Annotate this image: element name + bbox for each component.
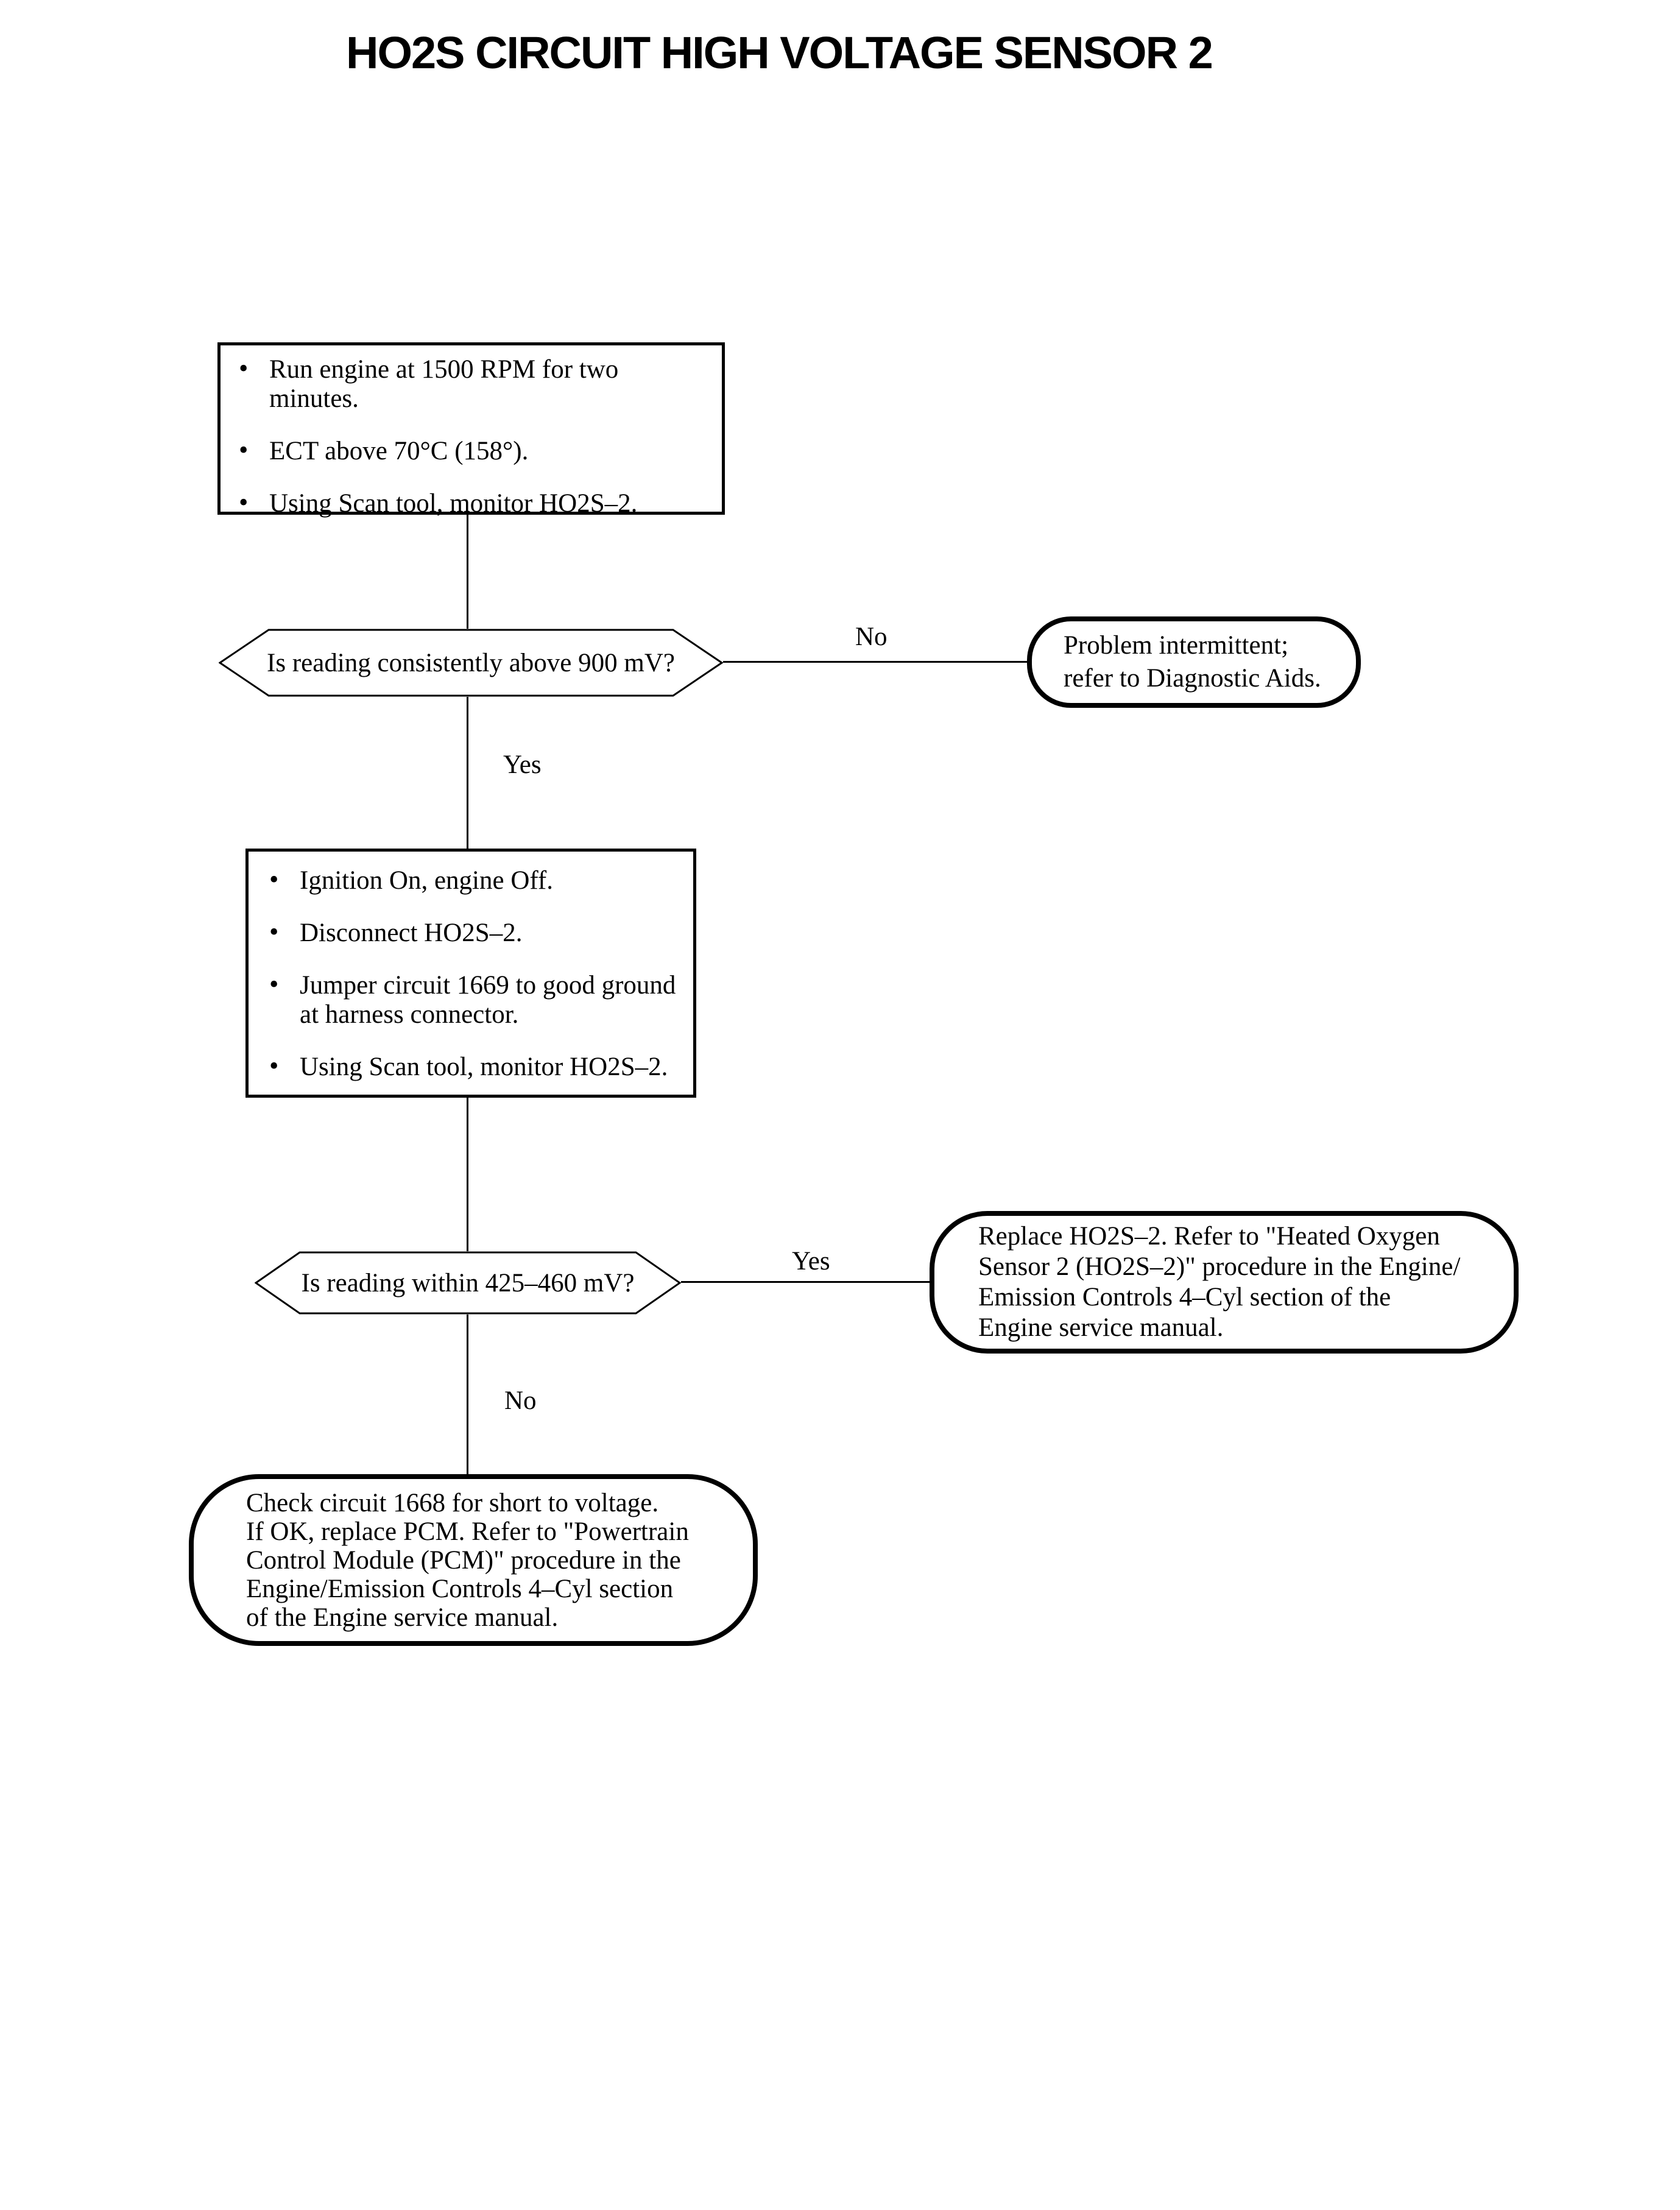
step-item: • ECT above 70°C (158°). [238,435,710,466]
decision-question-1: Is reading consistently above 900 mV? [267,648,675,677]
step-list-1: • Run engine at 1500 RPM for two minutes… [238,353,710,518]
step-item: • Disconnect HO2S–2. [268,917,683,948]
hexagon-shape [218,629,724,697]
terminal-problem-intermittent: Problem intermittent; refer to Diagnosti… [1027,616,1361,708]
bullet-icon: • [239,487,249,517]
step-item-text: Disconnect HO2S–2. [300,919,523,947]
terminal-check-circuit-1668: Check circuit 1668 for short to voltage.… [189,1474,758,1646]
step-box-1: • Run engine at 1500 RPM for two minutes… [217,342,725,518]
terminal-replace-ho2s2: Replace HO2S–2. Refer to "Heated Oxygen … [930,1211,1519,1354]
step-box-2: • Ignition On, engine Off. • Disconnect … [245,849,696,1098]
bullet-icon: • [239,435,249,465]
step-item-text: ECT above 70°C (158°). [269,437,529,465]
branch-label-yes-2: Yes [792,1247,830,1276]
step-item: • Using Scan tool, monitor HO2S–2. [268,1051,683,1082]
bullet-icon: • [239,353,249,383]
bullet-icon: • [269,917,279,947]
bullet-icon: • [269,1051,279,1081]
connector-step2-decision2 [467,1098,468,1251]
branch-label-no-1: No [855,623,888,651]
step-item-text: Jumper circuit 1669 to good ground at ha… [300,971,676,1029]
decision-question-2: Is reading within 425–460 mV? [301,1268,635,1297]
step-item-text: Using Scan tool, monitor HO2S–2. [300,1053,668,1081]
step-item: • Jumper circuit 1669 to good ground at … [268,969,683,1029]
branch-label-yes-1: Yes [503,750,542,779]
bullet-icon: • [269,969,279,999]
step-item: • Ignition On, engine Off. [268,864,683,895]
connector-decision2-yes [681,1281,930,1283]
decision-hexagon-1 [218,629,724,697]
step-item-text: Ignition On, engine Off. [300,866,553,895]
step-list-2: • Ignition On, engine Off. • Disconnect … [268,864,683,1082]
step-item: • Using Scan tool, monitor HO2S–2. [238,487,710,518]
connector-step1-decision1 [467,515,468,629]
decision-hexagon-2 [254,1251,682,1315]
connector-decision1-yes [467,697,468,849]
hexagon-shape [254,1251,682,1315]
connector-decision1-no [723,661,1027,663]
bullet-icon: • [269,864,279,894]
step-item-text: Run engine at 1500 RPM for two minutes. [269,355,619,413]
step-item-text: Using Scan tool, monitor HO2S–2. [269,489,638,518]
page-title: HO2S CIRCUIT HIGH VOLTAGE SENSOR 2 [346,27,1213,78]
connector-decision2-no [467,1315,468,1474]
step-item: • Run engine at 1500 RPM for two minutes… [238,353,710,414]
branch-label-no-2: No [504,1386,537,1415]
